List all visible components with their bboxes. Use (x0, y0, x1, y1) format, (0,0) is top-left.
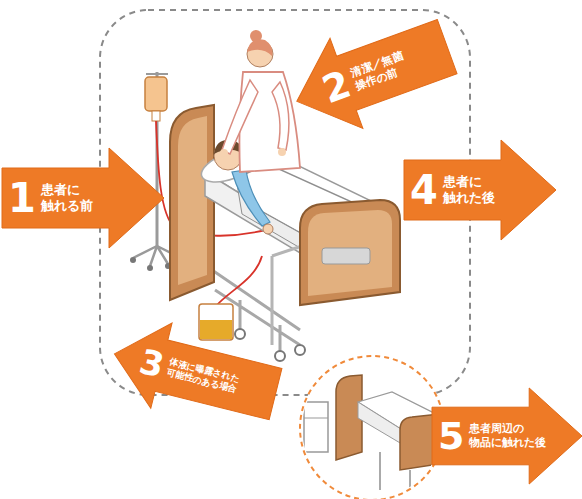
side-table (304, 402, 328, 452)
arrow-body (432, 388, 582, 484)
wheel (147, 265, 153, 271)
nurse-arm (272, 82, 289, 150)
patient-hand (263, 224, 273, 234)
iv-hook (146, 73, 168, 75)
bed-rail (272, 246, 302, 345)
arrow-content: 4患者に 触れた後 (410, 140, 526, 240)
arrow-label: 4患者に 触れた後 (404, 140, 556, 240)
moment-number: 5 (438, 417, 464, 455)
arrow-body (404, 140, 556, 240)
arrow-label: 5患者周辺の 物品に触れた後 (432, 388, 582, 484)
wheel (235, 329, 245, 339)
moment-number: 4 (410, 170, 438, 210)
side-table-shelf (304, 418, 328, 419)
inset-bed (304, 375, 452, 499)
chart-holder (322, 248, 370, 264)
arrow-label: 2清潔／無菌 操作の前 (280, 2, 463, 147)
urine-bag (199, 304, 233, 340)
footboard (300, 200, 400, 305)
wheel (295, 345, 305, 355)
patient-arm (232, 170, 270, 226)
urine (200, 320, 232, 339)
iv-bag (145, 77, 167, 111)
moment-number: 1 (8, 178, 36, 218)
moment-label: 患者に 触れた後 (443, 174, 505, 207)
footboard-panel (308, 210, 392, 296)
moment-label: 体液に曝露された 可能性のある場合 (165, 356, 260, 400)
moment-label: 清潔／無菌 操作の前 (349, 45, 420, 93)
nurse-bun (250, 30, 262, 42)
drain-tube (216, 256, 262, 306)
nurse-hand (278, 148, 286, 156)
drip-chamber (152, 111, 160, 121)
nurse-hair (247, 39, 272, 56)
headboard-panel (178, 116, 207, 285)
arrow-content: 1患者に 触れる前 (8, 148, 134, 248)
inset-frame (380, 452, 410, 499)
moment-label: 患者に 触れる前 (41, 182, 103, 215)
arrow-body (104, 311, 286, 437)
arrow-label: 3体液に曝露された 可能性のある場合 (104, 311, 286, 437)
arrow-body (280, 2, 463, 147)
moment-label: 患者周辺の 物品に触れた後 (469, 422, 551, 450)
wheel (275, 351, 285, 361)
nurse-hand (220, 149, 228, 157)
nurse-arm (222, 80, 258, 154)
headboard (170, 105, 214, 300)
arrow-content: 5患者周辺の 物品に触れた後 (438, 388, 553, 484)
arrow-label: 1患者に 触れる前 (2, 148, 164, 248)
arrow-body (2, 148, 164, 248)
arrow-content: 3体液に曝露された 可能性のある場合 (130, 318, 281, 436)
wheel (130, 257, 136, 263)
